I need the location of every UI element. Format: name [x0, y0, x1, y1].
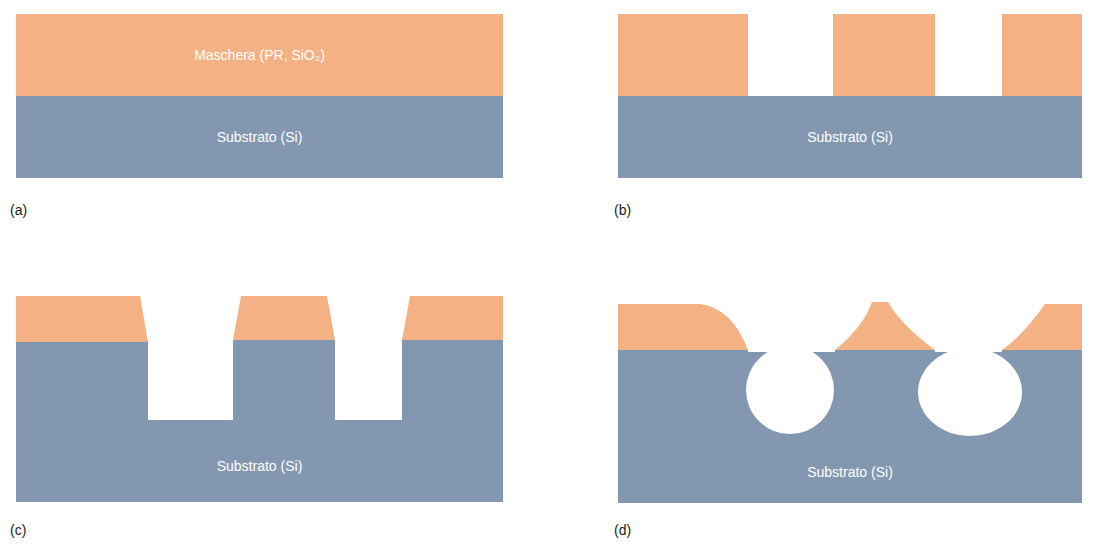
- mask-layer: Maschera (PR, SiO₂): [16, 14, 503, 96]
- mask-segment: [618, 304, 748, 350]
- layer-label: Substrato (Si): [807, 464, 893, 480]
- mask-segment: [1002, 14, 1082, 96]
- cavity-opening: [748, 340, 835, 352]
- etched-substrate: [16, 340, 503, 502]
- layer-label: Maschera (PR, SiO₂): [194, 47, 325, 63]
- mask-segment: [1002, 304, 1082, 350]
- mask-segment: [402, 296, 503, 340]
- mask-layer: [16, 14, 503, 96]
- mask-segment: [618, 14, 748, 96]
- layer-label: Substrato (Si): [217, 129, 303, 145]
- substrate-layer: Substrato (Si): [16, 96, 503, 178]
- undercut-cavity: [746, 346, 834, 434]
- substrate-layer: Substrato (Si): [618, 440, 1082, 503]
- mask-segment: [835, 302, 935, 350]
- panel-letter: (a): [10, 202, 27, 218]
- panel-letter: (b): [614, 202, 631, 218]
- substrate-layer: Substrato (Si): [618, 96, 1082, 178]
- layer-label: Substrato (Si): [217, 458, 303, 474]
- mask-segment: [833, 14, 935, 96]
- mask-segment: [16, 296, 148, 342]
- panel-letter: (c): [10, 522, 26, 538]
- panel-letter: (d): [614, 522, 631, 538]
- cavity-opening: [935, 340, 1002, 352]
- undercut-cavity: [918, 348, 1022, 436]
- mask-segment: [233, 296, 335, 340]
- layer-label: Substrato (Si): [807, 129, 893, 145]
- substrate-layer: Substrato (Si): [16, 430, 503, 502]
- substrate-layer: [16, 96, 503, 178]
- substrate-layer: [618, 96, 1082, 178]
